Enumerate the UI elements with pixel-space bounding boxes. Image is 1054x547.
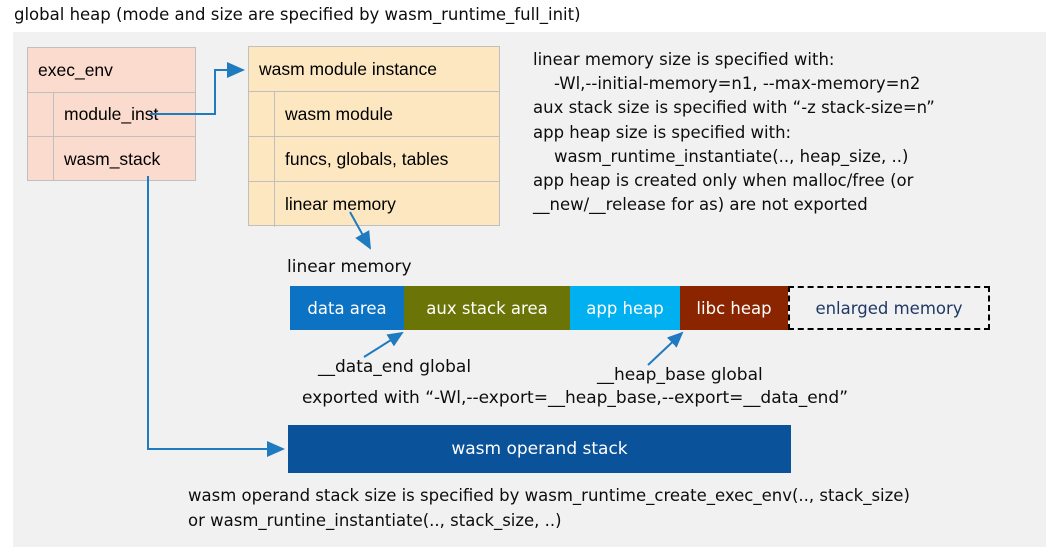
memory-segment-enlarged-memory: enlarged memory bbox=[788, 286, 990, 330]
indent-gutter bbox=[249, 92, 275, 136]
memory-segment-label: app heap bbox=[586, 298, 664, 318]
memory-segment-label: data area bbox=[307, 298, 387, 318]
linear-memory-field-label: linear memory bbox=[285, 194, 396, 214]
indent-gutter bbox=[249, 182, 275, 227]
indent-gutter bbox=[249, 137, 275, 181]
wasm-module-label: wasm module bbox=[285, 103, 393, 124]
memory-segment-app-heap: app heap bbox=[570, 286, 680, 330]
wasm-operand-stack-bar: wasm operand stack bbox=[288, 425, 791, 473]
exported-with-annotation: exported with “-Wl,--export=__heap_base,… bbox=[302, 388, 849, 408]
wasm-module-instance-box: wasm module instance wasm module funcs, … bbox=[248, 46, 500, 227]
data-end-annotation: __data_end global bbox=[318, 357, 472, 377]
module-instance-field-wasm-module: wasm module bbox=[249, 92, 499, 137]
memory-segment-label: libc heap bbox=[696, 298, 772, 318]
exec-env-field-module-inst: module_inst bbox=[28, 93, 195, 137]
wasm-operand-stack-label: wasm operand stack bbox=[451, 439, 628, 459]
module-inst-label: module_inst bbox=[64, 104, 159, 124]
module-instance-field-linear-memory: linear memory bbox=[249, 182, 499, 227]
memory-segment-label: enlarged memory bbox=[815, 298, 963, 318]
indent-gutter bbox=[28, 93, 54, 136]
linear-memory-bar: data area aux stack area app heap libc heap… bbox=[290, 286, 990, 330]
memory-segment-data-area: data area bbox=[290, 286, 404, 330]
page-title: global heap (mode and size are specified… bbox=[14, 5, 581, 24]
memory-segment-label: aux stack area bbox=[426, 298, 548, 318]
wasm-stack-label: wasm_stack bbox=[64, 148, 161, 169]
module-instance-field-funcs-globals-tables: funcs, globals, tables bbox=[249, 137, 499, 182]
exec-env-field-wasm-stack: wasm_stack bbox=[28, 137, 195, 181]
linear-memory-bar-label: linear memory bbox=[287, 257, 412, 277]
memory-configuration-notes: linear memory size is specified with: -W… bbox=[533, 50, 935, 215]
exec-env-box: exec_env module_inst wasm_stack bbox=[27, 47, 196, 181]
funcs-globals-tables-label: funcs, globals, tables bbox=[285, 148, 449, 169]
operand-stack-notes: wasm operand stack size is specified by … bbox=[188, 486, 910, 530]
memory-segment-libc-heap: libc heap bbox=[680, 286, 788, 330]
heap-base-annotation: __heap_base global bbox=[597, 365, 763, 385]
memory-segment-aux-stack-area: aux stack area bbox=[404, 286, 570, 330]
module-instance-header-label: wasm module instance bbox=[259, 58, 437, 79]
module-instance-header-row: wasm module instance bbox=[249, 47, 499, 92]
exec-env-header-row: exec_env bbox=[28, 48, 195, 93]
indent-gutter bbox=[28, 137, 54, 181]
exec-env-header-label: exec_env bbox=[38, 59, 113, 80]
